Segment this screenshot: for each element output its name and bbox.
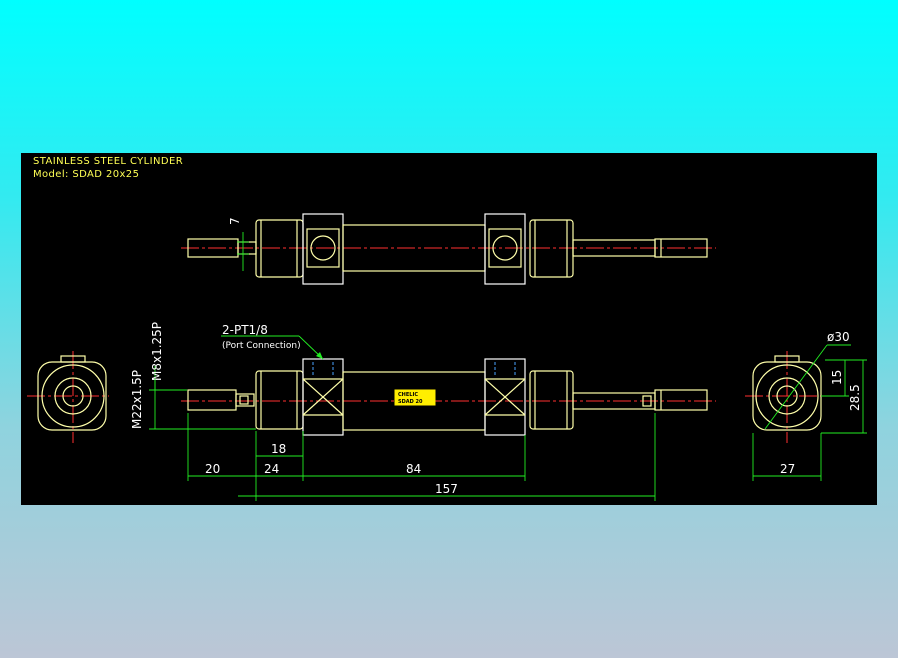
top-right-port-block (484, 213, 526, 285)
svg-text:CHELIC: CHELIC (398, 392, 418, 398)
cad-canvas: STAINLESS STEEL CYLINDER Model: SDAD 20x… (27, 156, 867, 501)
left-end-outer-circle (41, 364, 105, 428)
dim-24-text: 24 (264, 462, 279, 476)
right-end-mid-circle (768, 377, 806, 415)
left-end-port-nub (60, 355, 86, 363)
drawing-model: Model: SDAD 20x25 (33, 169, 139, 180)
cad-drawing: STAINLESS STEEL CYLINDER Model: SDAD 20x… (21, 153, 877, 505)
name-plate-label (394, 389, 436, 406)
top-rod-thread (654, 238, 708, 258)
dim-28-5-text: 28.5 (848, 384, 862, 411)
right-end-inner-circle (776, 385, 798, 407)
front-right-port-block (484, 358, 526, 436)
top-left-port-square (306, 228, 340, 268)
right-end-outer-circle (755, 364, 819, 428)
svg-text:SDAD 20: SDAD 20 (398, 399, 423, 405)
port-description: (Port Connection) (222, 341, 301, 351)
dim-157-text: 157 (435, 482, 458, 496)
body-thread-callout: M22x1.5P (130, 370, 144, 429)
front-left-endcap (255, 370, 304, 430)
left-end-view (27, 351, 109, 443)
drawing-title: STAINLESS STEEL CYLINDER (33, 156, 183, 167)
top-view: 7 (181, 213, 716, 285)
top-right-port-square (488, 228, 522, 268)
dim-84-text: 84 (406, 462, 421, 476)
port-note: 2-PT1/8 (222, 323, 268, 337)
right-end-view: ø30 15 28.5 27 (745, 330, 867, 481)
dim-15-text: 15 (830, 370, 844, 385)
dim-7-text: 7 (228, 217, 242, 225)
front-view: CHELIC SDAD 20 2-PT1/8 (Port Connection)… (130, 322, 716, 501)
top-right-port-hole (492, 235, 518, 261)
left-end-mid-circle (54, 377, 92, 415)
dim-20-text: 20 (205, 462, 220, 476)
rod-thread-callout: M8x1.25P (150, 322, 164, 381)
front-rod-wrench-flat (642, 395, 652, 407)
front-rod-thread (654, 389, 708, 411)
front-left-rod-neck (235, 393, 255, 407)
right-end-port-nub (774, 355, 800, 363)
front-left-wrench-flat (239, 395, 249, 405)
top-left-port-block (302, 213, 344, 285)
top-left-port-hole (310, 235, 336, 261)
dim-27-text: 27 (780, 462, 795, 476)
left-end-inner-circle (62, 385, 84, 407)
dim-18-text: 18 (271, 442, 286, 456)
dia30-leader (764, 344, 828, 430)
front-left-rod-end (187, 389, 237, 411)
dia30-text: ø30 (827, 330, 850, 344)
